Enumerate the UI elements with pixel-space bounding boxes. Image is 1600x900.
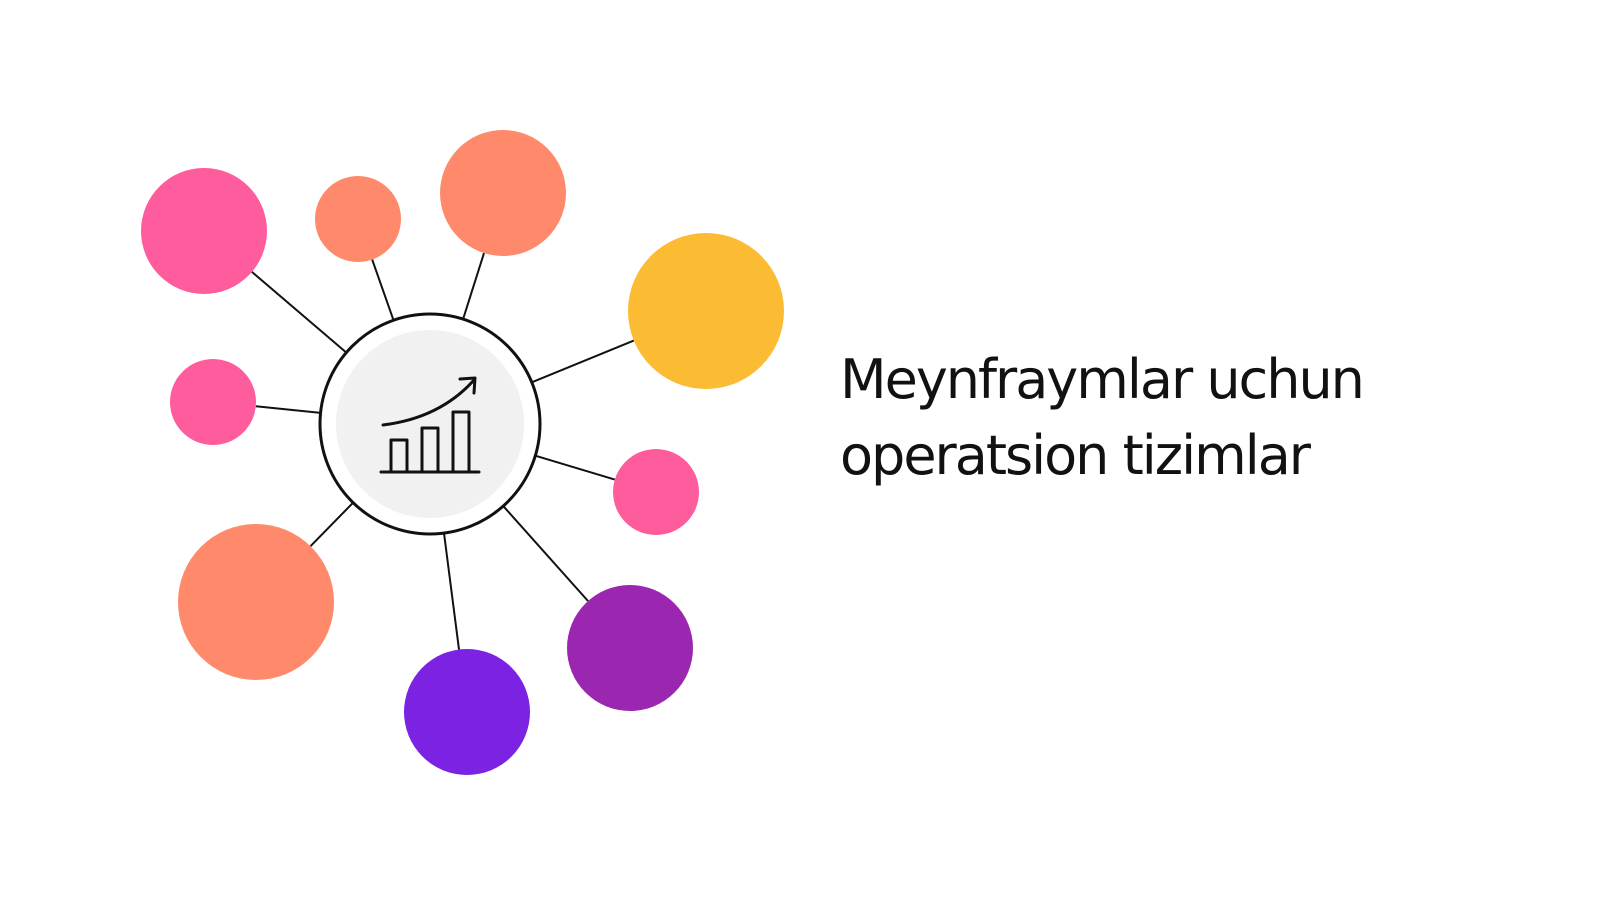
nodes	[141, 130, 784, 775]
node-pink-right	[613, 449, 699, 535]
connector-node-coral-small-top	[371, 259, 395, 321]
node-pink-left	[170, 359, 256, 445]
node-violet-bottom	[404, 649, 530, 775]
connector-node-pink-right	[535, 454, 616, 481]
hub	[318, 312, 542, 536]
connector-node-pink-left	[255, 405, 321, 414]
connector-node-coral-top	[462, 252, 485, 320]
node-pink-top-left	[141, 168, 267, 294]
node-coral-bottom-left	[178, 524, 334, 680]
connector-node-coral-bottom-left	[309, 502, 354, 547]
node-yellow-right	[628, 233, 784, 389]
connector-node-violet-bottom	[443, 532, 460, 650]
title-line-2: operatsion tizimlar	[840, 424, 1311, 487]
connectors	[251, 252, 635, 650]
hub-inner	[336, 330, 524, 518]
title-line-1: Meynfraymlar uchun	[840, 348, 1365, 411]
slide-title: Meynfraymlar uchun operatsion tizimlar	[840, 342, 1560, 494]
node-coral-top	[440, 130, 566, 256]
connector-node-yellow-right	[531, 339, 635, 384]
connector-node-pink-top-left	[251, 271, 348, 354]
node-purple-bottom-right	[567, 585, 693, 711]
connector-node-purple-bottom-right	[502, 505, 589, 602]
growth-chart-icon	[379, 376, 481, 474]
node-coral-small-top	[315, 176, 401, 262]
